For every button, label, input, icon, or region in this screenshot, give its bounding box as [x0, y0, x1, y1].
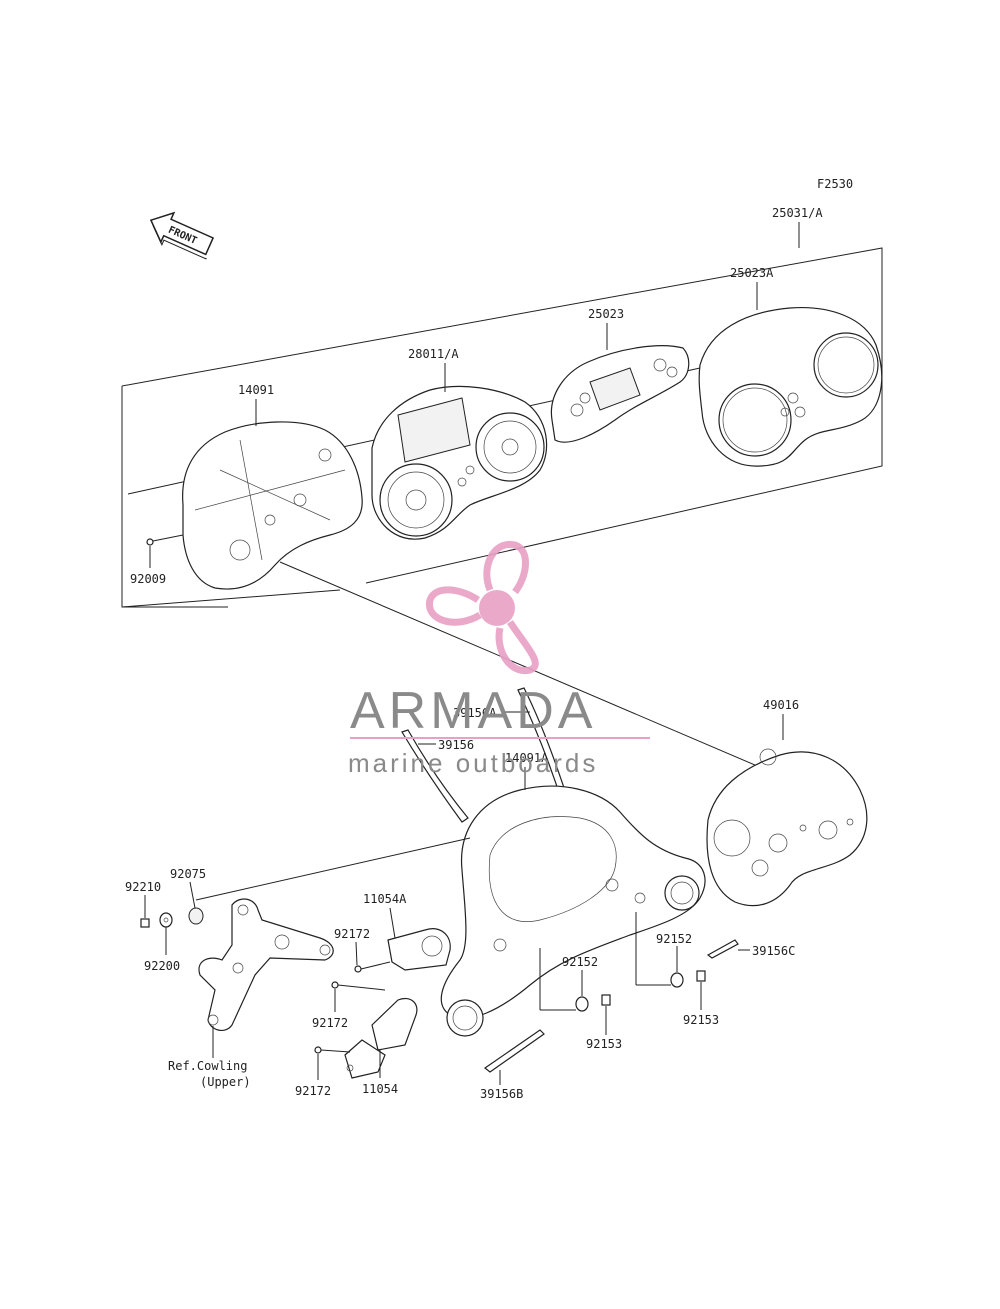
watermark-tagline: marine outboards	[348, 748, 598, 778]
label-14091-top: 14091	[238, 383, 274, 397]
label-92172-b: 92172	[312, 1016, 348, 1030]
part-14091A-housing	[440, 785, 706, 1037]
part-11054-bracket	[344, 997, 418, 1079]
part-92152-washer-a	[539, 948, 589, 1012]
part-92172-screw-c	[314, 1046, 351, 1080]
part-11054A-bracket	[387, 907, 451, 971]
assembly-box-outline	[121, 247, 883, 608]
label-39156: 39156	[438, 738, 474, 752]
label-92153-b: 92153	[683, 1013, 719, 1027]
label-92152-a: 92152	[562, 955, 598, 969]
label-11054A: 11054A	[363, 892, 407, 906]
part-39156B-strip	[483, 1029, 545, 1073]
part-92009-screw	[146, 534, 184, 568]
part-49016-gasket	[706, 748, 868, 907]
label-92172-a: 92172	[334, 927, 370, 941]
label-92200: 92200	[144, 959, 180, 973]
part-25023-bezel	[550, 345, 690, 443]
label-92075: 92075	[170, 867, 206, 881]
label-92172-c: 92172	[295, 1084, 331, 1098]
part-14091-case	[182, 421, 363, 590]
label-39156B: 39156B	[480, 1087, 523, 1101]
part-92210-nut	[140, 895, 150, 928]
label-92153-a: 92153	[586, 1037, 622, 1051]
part-92172-screw-a	[354, 941, 391, 973]
figure-code: F2530	[817, 177, 853, 191]
part-39156-strip	[401, 729, 469, 823]
part-92172-screw-b	[331, 981, 386, 1012]
label-92210: 92210	[125, 880, 161, 894]
part-39156C-strip	[706, 939, 739, 959]
front-arrow-icon: FRONT	[149, 211, 215, 260]
label-upper: (Upper)	[200, 1075, 251, 1089]
label-92009: 92009	[130, 572, 166, 586]
label-25023: 25023	[588, 307, 624, 321]
label-28011A: 28011/A	[408, 347, 459, 361]
part-92152-washer-b	[635, 912, 684, 988]
part-92200-washer	[159, 912, 173, 955]
part-25023A-cover	[698, 306, 883, 467]
label-39156A: 39156A	[453, 706, 497, 720]
part-92153-bolt-b	[696, 970, 706, 1010]
label-49016: 49016	[763, 698, 799, 712]
label-25031A: 25031/A	[772, 206, 823, 220]
part-92153-bolt-a	[601, 994, 611, 1035]
label-25023A: 25023A	[730, 266, 774, 280]
label-ref-cowling: Ref.Cowling	[168, 1059, 247, 1073]
label-92152-b: 92152	[656, 932, 692, 946]
label-11054: 11054	[362, 1082, 398, 1096]
part-92075-grommet	[188, 881, 204, 925]
part-bracket	[198, 898, 334, 1032]
part-28011A-meter	[371, 385, 548, 540]
armada-logo-icon	[426, 540, 539, 675]
label-14091A: 14091A	[505, 751, 549, 765]
watermark-brand: ARMADA	[350, 682, 596, 740]
label-39156C: 39156C	[752, 944, 795, 958]
